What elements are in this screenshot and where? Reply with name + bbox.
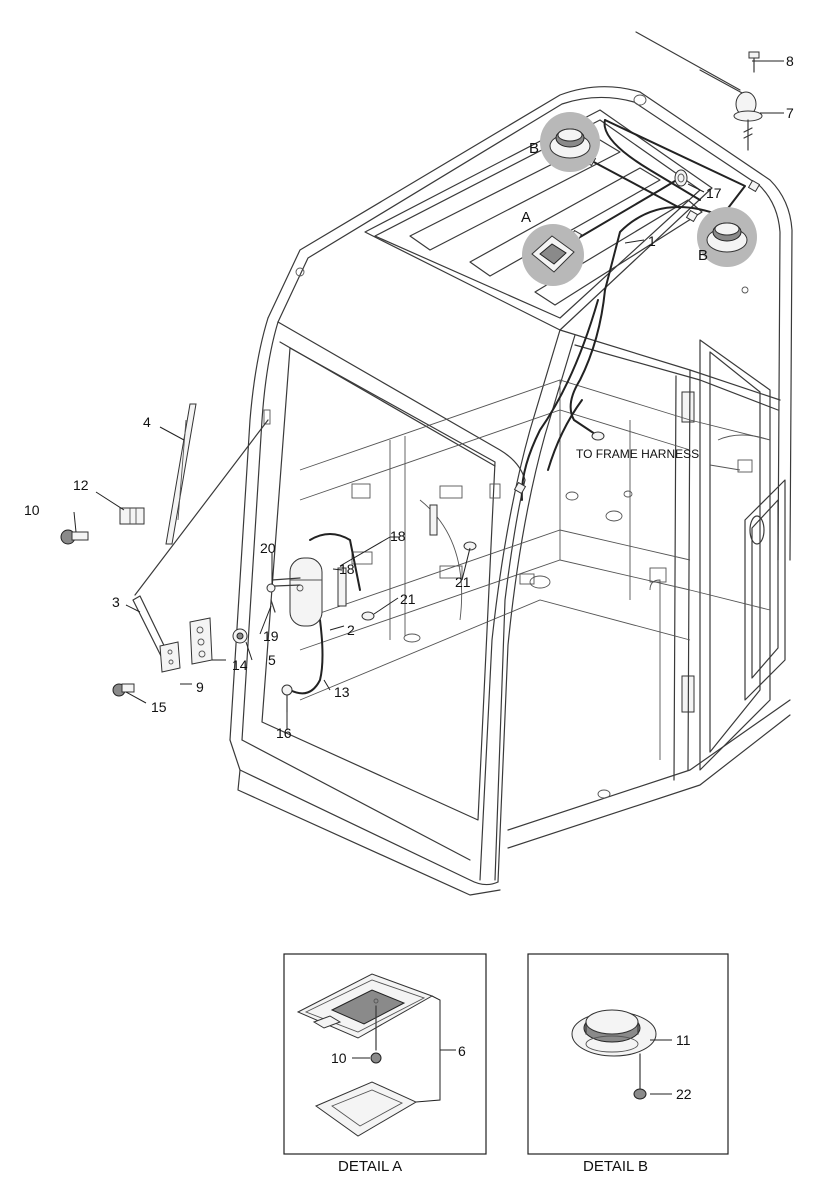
bracket-18 [337, 504, 438, 607]
wiper-motor-2 [271, 557, 323, 627]
speaker-b-right [697, 207, 757, 267]
callout-14: 14 [232, 657, 248, 673]
cab-frame [229, 86, 793, 896]
bracket-9 [159, 641, 181, 673]
callout-21-right: 21 [455, 574, 471, 590]
callout-1: 1 [648, 233, 656, 249]
grommet-17 [674, 169, 688, 187]
callout-8: 8 [786, 53, 794, 69]
bolt-21 [361, 541, 477, 621]
callout-15: 15 [151, 699, 167, 715]
callout-20: 20 [260, 540, 276, 556]
pin-19 [270, 599, 276, 613]
callout-21-left: 21 [400, 591, 416, 607]
bracket-12 [119, 507, 145, 525]
bolt-15 [112, 683, 135, 697]
detail-b-caption: DETAIL B [583, 1158, 648, 1175]
speaker-b-left [540, 112, 600, 172]
callout-9: 9 [196, 679, 204, 695]
letter-b-right: B [698, 247, 708, 264]
bolt-10 [60, 529, 89, 545]
plate-14 [189, 617, 213, 665]
callout-2: 2 [347, 622, 355, 638]
antenna-assembly [635, 31, 763, 151]
detail-a-caption: DETAIL A [338, 1158, 402, 1175]
wiper-blade [165, 403, 197, 545]
clamp-16 [281, 684, 293, 713]
detail-b-box: 11 22 [527, 953, 729, 1155]
leader-lines [73, 60, 784, 730]
detail-a-box: 6 10 [283, 953, 487, 1155]
callout-10: 10 [24, 502, 40, 518]
callout-13: 13 [334, 684, 350, 700]
callout-17: 17 [706, 185, 722, 201]
detail-b-callout-22: 22 [676, 1086, 692, 1102]
callout-18-lower: 18 [339, 561, 355, 577]
callout-12: 12 [73, 477, 89, 493]
letter-b-left: B [529, 140, 539, 157]
washer-20 [266, 583, 276, 593]
callout-19: 19 [263, 628, 279, 644]
frame-harness-note: TO FRAME HARNESS [576, 447, 699, 461]
callout-18-upper: 18 [390, 528, 406, 544]
callout-7: 7 [786, 105, 794, 121]
callout-3: 3 [112, 594, 120, 610]
detail-b-callout-11: 11 [676, 1032, 691, 1048]
callout-4: 4 [143, 414, 151, 430]
room-lamp-a [522, 224, 584, 286]
detail-a-callout-10: 10 [331, 1050, 347, 1066]
callout-16: 16 [276, 725, 292, 741]
letter-a: A [521, 209, 531, 226]
callout-labels: 8 7 17 1 4 12 10 3 9 15 14 5 20 19 2 13 … [24, 53, 794, 741]
detail-a-callout-6: 6 [458, 1043, 466, 1059]
callout-5: 5 [268, 652, 276, 668]
cap-5 [232, 628, 248, 644]
